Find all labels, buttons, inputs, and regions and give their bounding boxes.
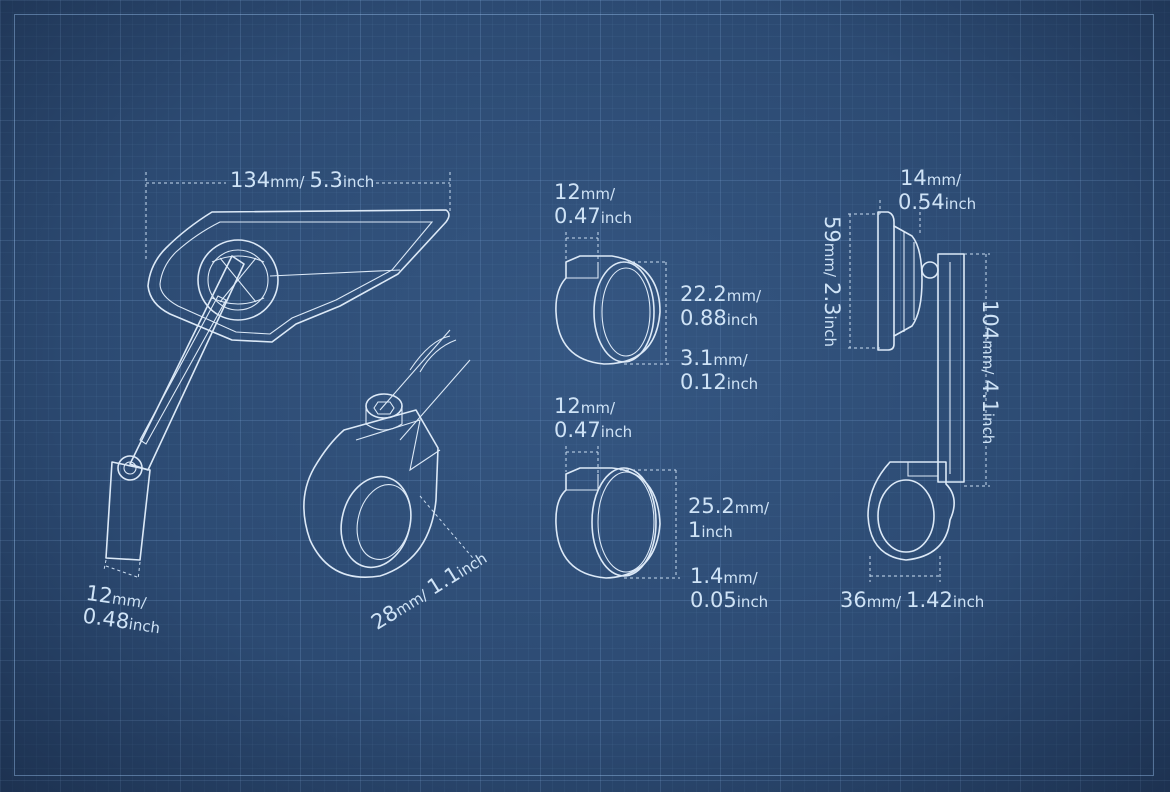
mirror-crease bbox=[269, 269, 401, 277]
hinge-bolt-socket bbox=[123, 461, 137, 475]
mirror-head-outline bbox=[147, 209, 450, 343]
clamp-diameter-dim bbox=[419, 495, 479, 565]
ring2-outer-face bbox=[591, 467, 657, 577]
clamp-bolt-hex bbox=[373, 401, 395, 415]
ball-joint-inner bbox=[207, 249, 269, 311]
clamp-top-face bbox=[355, 419, 441, 472]
ring2-wall-label: 1.4mm/ 0.05inch bbox=[690, 564, 769, 612]
side-clamp-body bbox=[867, 461, 955, 561]
side-clamp-bolt bbox=[907, 462, 938, 477]
side-arm bbox=[937, 253, 965, 483]
blueprint-border bbox=[14, 14, 1154, 776]
ring1-inner-face bbox=[601, 267, 651, 357]
ring1-outline bbox=[555, 255, 661, 365]
mirror-side-view bbox=[848, 200, 990, 582]
mirror-arm-slot bbox=[139, 295, 227, 445]
side-clamp-bore bbox=[877, 479, 935, 553]
head-depth-label: 14mm/ 0.54inch bbox=[898, 166, 977, 214]
ring2-gap bbox=[566, 474, 599, 491]
ring-2-view bbox=[555, 446, 680, 579]
ring1-wall-label: 3.1mm/ 0.12inch bbox=[680, 346, 759, 394]
clamp-arm-stub bbox=[379, 329, 471, 441]
ring1-inner-label: 22.2mm/ 0.88inch bbox=[680, 282, 762, 330]
mirror-head-inner bbox=[159, 221, 434, 335]
arm-width-label: 12mm/ 0.48inch bbox=[81, 580, 162, 638]
ring2-width-label: 12mm/ 0.47inch bbox=[554, 394, 633, 442]
ring2-inner-label: 25.2mm/ 1inch bbox=[688, 494, 770, 542]
ring1-outer-face bbox=[593, 261, 655, 363]
arm-width-dim bbox=[105, 565, 141, 579]
ring-1-view bbox=[555, 232, 672, 365]
head-side-glass bbox=[877, 211, 895, 351]
ball-joint-outer bbox=[197, 239, 279, 321]
clamp-bore-inner bbox=[356, 484, 412, 560]
ring1-width-label: 12mm/ 0.47inch bbox=[554, 180, 633, 228]
head-height-label: 59mm/ 2.3inch bbox=[820, 216, 844, 347]
head-side-back bbox=[893, 225, 923, 337]
arm-width-ext-right bbox=[137, 561, 141, 581]
ball-joint-ribs bbox=[211, 255, 265, 305]
mirror-front-view bbox=[103, 172, 451, 581]
head-side-ribs bbox=[903, 232, 915, 332]
total-height-label: 104mm/ 4.1inch bbox=[978, 300, 1002, 445]
side-ball-joint bbox=[921, 261, 939, 279]
clamp-width-label: 36mm/ 1.42inch bbox=[840, 588, 985, 612]
mirror-width-label: 134mm/ 5.3inch bbox=[230, 168, 375, 192]
clamp-arm-slot bbox=[409, 335, 457, 373]
ring1-gap bbox=[566, 262, 599, 279]
ring2-inner-face bbox=[597, 471, 655, 573]
mirror-arm bbox=[129, 255, 245, 471]
arm-width-ext-left bbox=[103, 559, 107, 571]
mirror-base-arm bbox=[105, 461, 151, 561]
clamp-body-outline bbox=[303, 409, 439, 578]
clamp-perspective-view bbox=[303, 329, 479, 578]
